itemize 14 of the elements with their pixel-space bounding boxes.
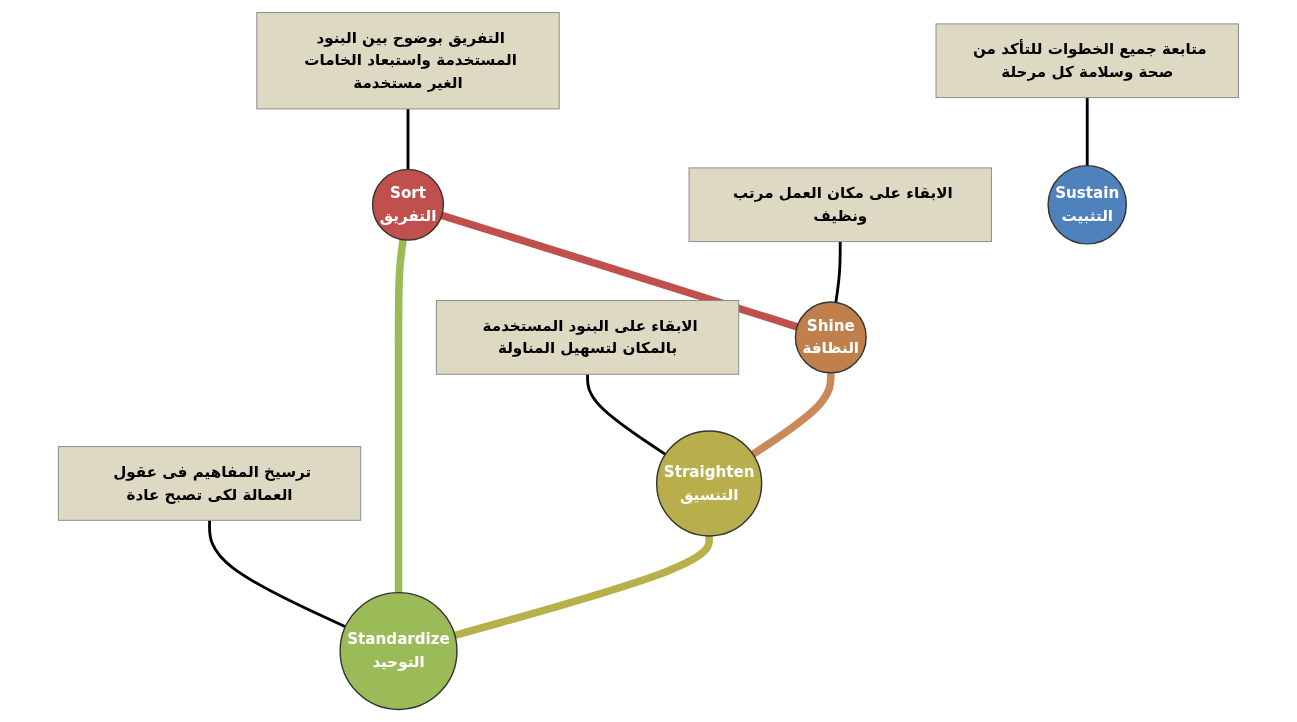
connector: [453, 535, 714, 639]
connector: [750, 372, 835, 458]
connector: [394, 239, 407, 593]
connector: [208, 520, 347, 628]
node-box: ترسيخ المفاهيم فى عقول العمالة لكى تصبح عادة: [58, 446, 362, 521]
node-box: الابقاء على مكان العمل مرتب ونظيف: [688, 167, 992, 243]
connector: [440, 211, 799, 331]
connector: [1085, 97, 1089, 166]
connector: [406, 108, 410, 170]
connector: [834, 241, 842, 303]
node-box: الابقاء على البنود المستخدمة بالمكان لتسهيل المناولة: [435, 300, 740, 375]
node-box: متابعة جميع الخطوات للتأكد من صحة وسلامة كل مرحلة: [935, 23, 1239, 99]
node-box: التفريق بوضوح بين البنود المستخدمة واستبعاد الخامات الغير مستخدمة: [256, 12, 560, 110]
connector: [586, 374, 667, 456]
